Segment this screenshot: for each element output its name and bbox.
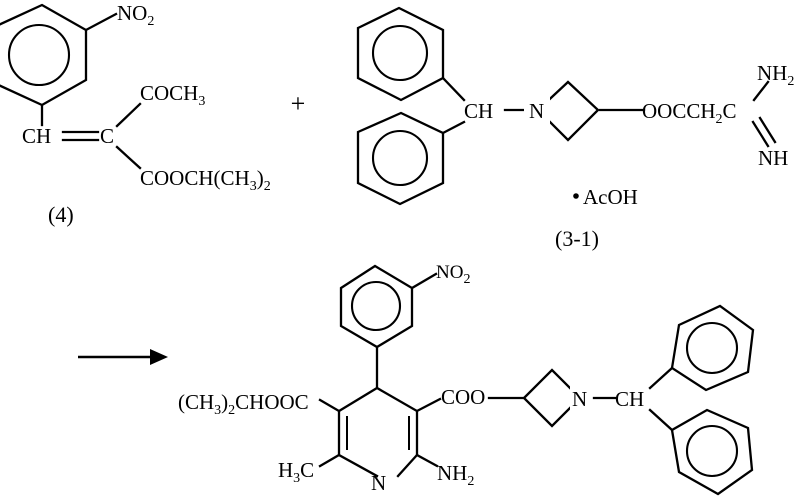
product-right-ester-label: COO [441, 385, 485, 409]
reaction-arrow [78, 349, 168, 365]
vinyl-c-label: C [100, 124, 114, 148]
bond-ring-to-nitro [84, 12, 118, 32]
acetyl-label: COCH3 [140, 81, 205, 109]
bond-to-isopropyl-ester [115, 145, 142, 170]
aromatic-circle [7, 23, 71, 87]
amidine-amino-label: NH2 [757, 61, 794, 89]
bond-c5-to-coo [415, 397, 442, 413]
reactant-1-structure: NO2 CH C COCH3 COOCH(CH3)2 (4) [0, 1, 271, 227]
arrow-head [150, 349, 168, 365]
aromatic-circle [371, 129, 429, 187]
bond-to-acetyl [115, 102, 142, 128]
bond-ring-to-nitro [410, 272, 438, 290]
product-left-ester-label: (CH3)2CHOOC [178, 390, 309, 418]
bond-c5-c4 [375, 386, 419, 413]
ring-nitrogen-label: N [371, 471, 386, 495]
product-phenyl-lower [670, 408, 754, 496]
reactant-2-azetidine-ring: N [524, 80, 600, 142]
reactant-1-compound-label: (4) [48, 202, 74, 227]
n-label-mask [570, 384, 596, 412]
bond-methine-to-phenyl-lower [648, 408, 674, 432]
reactant-2-phenyl-upper [356, 6, 445, 102]
bond-c4-c3 [337, 386, 379, 413]
reactant-1-benzene-ring [0, 3, 88, 107]
reactant-2-methine-label: CH [464, 99, 493, 123]
aromatic-circle [685, 321, 739, 375]
bond-c6-to-amino [415, 453, 439, 468]
product-structure: NO2 N [178, 262, 755, 496]
product-phenyl-upper [670, 304, 755, 392]
amidine-chain-label: OOCCH2C [642, 99, 737, 127]
reactant-2-phenyl-lower [356, 111, 445, 206]
amidine-imino-label: NH [758, 146, 788, 170]
aromatic-circle [350, 280, 402, 332]
bond-phenyl-lower-to-methine [441, 120, 466, 135]
nitro-label: NO2 [117, 1, 154, 29]
product-azetidine-ring: N [522, 368, 596, 428]
imine-double-bond-b [758, 116, 777, 144]
salt-dot [573, 193, 579, 199]
isopropyl-ester-label: COOCH(CH3)2 [140, 166, 271, 194]
bond-n-c6 [396, 453, 419, 478]
reactant-2-compound-label: (3-1) [555, 226, 599, 251]
imine-double-bond-a [751, 120, 770, 148]
vinyl-ch-label: CH [22, 124, 51, 148]
bond-c2-to-methyl [318, 453, 341, 468]
bond-c2-n [337, 453, 379, 478]
reactant-2-structure: CH N OOCCH2C NH2 NH AcOH [356, 6, 794, 251]
product-methine-label: CH [615, 387, 644, 411]
n-label-mask [524, 96, 550, 124]
dihydropyridine-ring: N [337, 386, 419, 495]
bond-methine-to-phenyl-upper [648, 366, 674, 390]
aromatic-circle [685, 424, 739, 478]
aromatic-circle [371, 24, 429, 82]
azetidine-nitrogen-label: N [529, 99, 544, 123]
plus-operator: + [291, 89, 306, 118]
product-methyl-label: H3C [278, 458, 314, 486]
bond-to-amino [752, 80, 770, 102]
salt-label: AcOH [583, 185, 638, 209]
product-nitrophenyl-ring [339, 264, 414, 349]
bond-phenyl-upper-to-methine [441, 76, 466, 102]
product-azetidine-nitrogen-label: N [572, 387, 587, 411]
product-amino-label: NH2 [437, 461, 474, 489]
bond-c3-to-ester [318, 398, 341, 413]
product-nitro-label: NO2 [436, 262, 470, 287]
